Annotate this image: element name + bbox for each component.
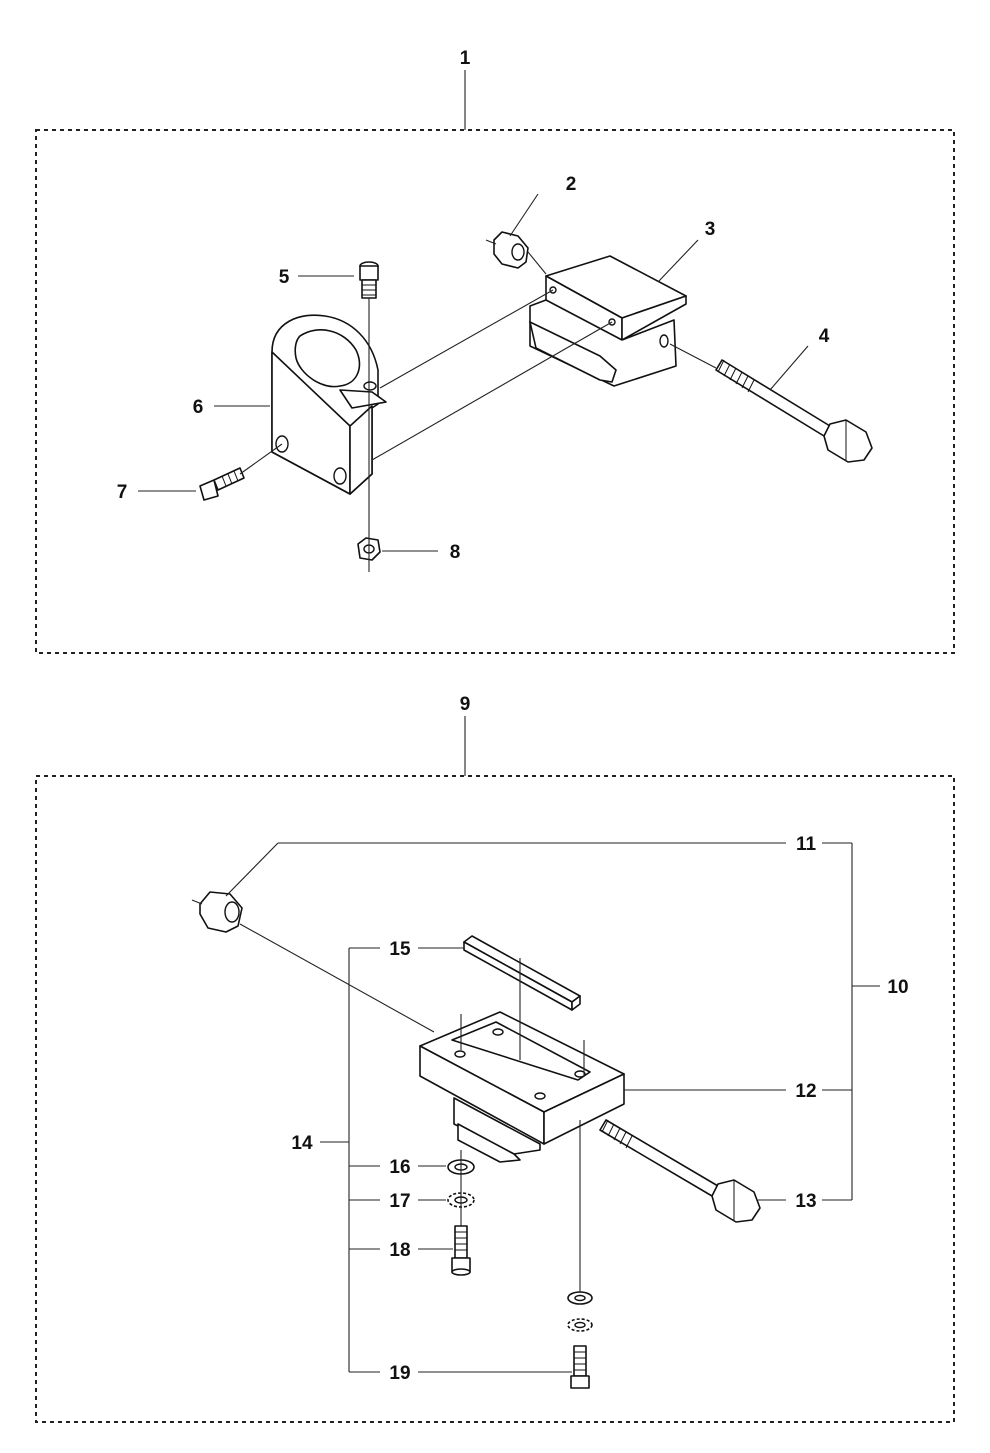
assembly-9-frame [35,775,955,1423]
callout-4[interactable]: 4 [819,326,830,347]
part-7-screw [199,467,245,501]
callout-13[interactable]: 13 [795,1191,816,1212]
assembly-9-group: 9 [35,694,955,1423]
callout-15[interactable]: 15 [389,939,411,960]
callout-17[interactable]: 17 [389,1191,410,1212]
part-18-cap-screw [451,1225,471,1276]
part-12-base-plate [419,1011,625,1163]
callout-3[interactable]: 3 [705,219,716,240]
callout-7[interactable]: 7 [117,482,128,503]
part-5-cap-screw [359,261,379,299]
callout-2[interactable]: 2 [566,174,577,195]
part-4-long-bolt [715,359,873,463]
part-11-nut [191,891,243,933]
callout-19[interactable]: 19 [389,1363,410,1384]
callout-11[interactable]: 11 [796,834,817,855]
callout-8[interactable]: 8 [450,542,461,563]
part-3-block [529,255,687,387]
callout-6[interactable]: 6 [193,397,204,418]
callout-5[interactable]: 5 [279,267,290,288]
assembly-1-group: 1 [35,48,955,654]
callout-12[interactable]: 12 [795,1081,816,1102]
assembly-1-frame [35,129,955,654]
part-2-nut [485,231,529,269]
callout-1[interactable]: 1 [460,48,471,69]
part-6-clamp-bracket [271,314,387,495]
callout-9[interactable]: 9 [460,694,471,715]
part-right-stack [567,1291,593,1389]
part-15-key [463,935,581,1011]
callout-14[interactable]: 14 [291,1133,313,1154]
callout-18[interactable]: 18 [389,1240,410,1261]
callout-16[interactable]: 16 [389,1157,410,1178]
part-13-long-bolt [599,1119,761,1223]
callout-10[interactable]: 10 [887,977,908,998]
